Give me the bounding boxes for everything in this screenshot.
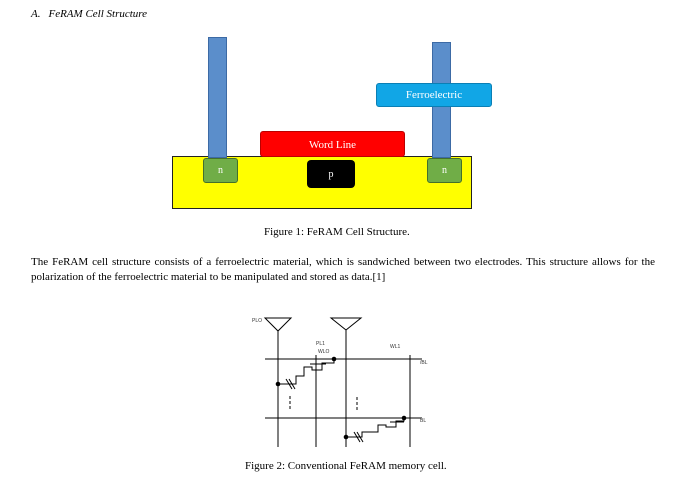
- figure-2-caption: Figure 2: Conventional FeRAM memory cell…: [245, 460, 447, 472]
- n-right-label: n: [442, 165, 447, 176]
- ferroelectric-block: Ferroelectric: [376, 83, 492, 107]
- pl0-label: PLO: [252, 318, 262, 324]
- pl0-triangle: [263, 317, 293, 332]
- wl1-label: WL1: [390, 344, 401, 350]
- n-left-label: n: [218, 165, 223, 176]
- body-paragraph: The FeRAM cell structure consists of a f…: [31, 256, 655, 283]
- left-electrode: [208, 37, 227, 158]
- section-number: A.: [31, 8, 41, 20]
- ferroelectric-label: Ferroelectric: [405, 89, 463, 101]
- n-region-right: n: [427, 158, 462, 183]
- word-line-label: Word Line: [308, 139, 357, 151]
- section-heading: A. FeRAM Cell Structure: [31, 8, 147, 20]
- bl-bar-label: /BL: [420, 360, 428, 366]
- n-region-left: n: [203, 158, 238, 183]
- figure-1-caption: Figure 1: FeRAM Cell Structure.: [264, 226, 410, 238]
- pl1-triangle: [329, 317, 363, 331]
- bl-label: BL: [420, 418, 426, 424]
- wl0-label: WLO: [318, 349, 330, 355]
- p-region: p: [307, 160, 355, 188]
- pl1-label: PL1: [316, 341, 325, 347]
- p-label: p: [328, 169, 334, 180]
- section-title: FeRAM Cell Structure: [48, 8, 148, 20]
- word-line-block: Word Line: [260, 131, 405, 157]
